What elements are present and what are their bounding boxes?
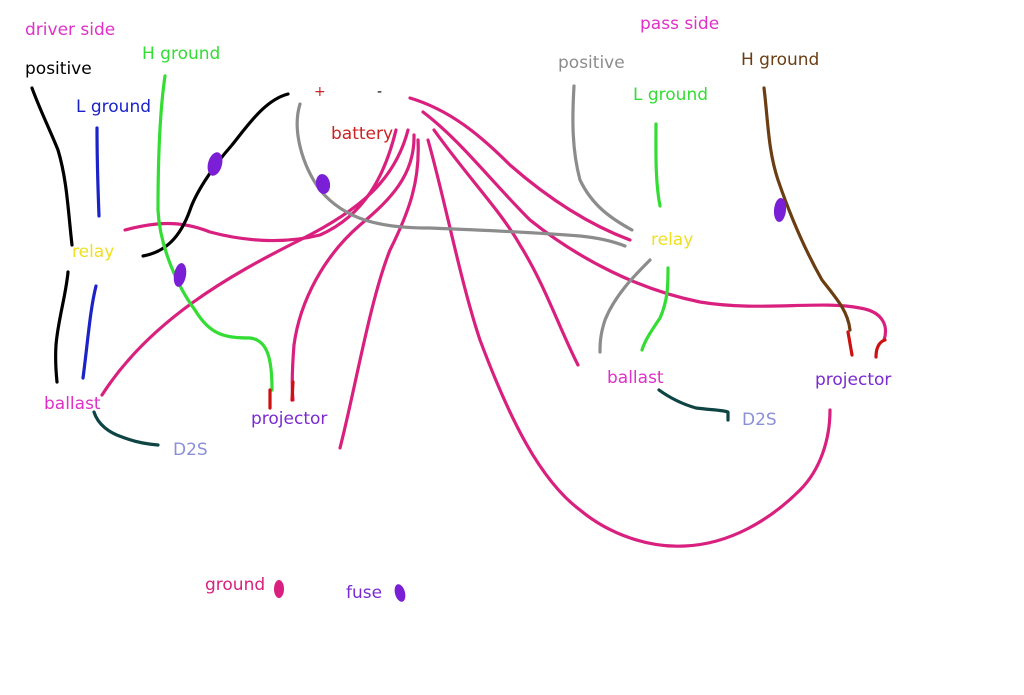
pass-l-ground-wire-upper	[654, 122, 662, 208]
pass-d2s-wire	[657, 388, 730, 422]
ground-wire-driver-lower	[338, 138, 420, 450]
driver-l-ground-wire-lower	[81, 284, 98, 380]
legend-ground-label: ground	[205, 575, 266, 595]
pass-relay-label: relay	[651, 230, 694, 250]
fuse-icon	[207, 152, 223, 176]
pass-projector-lead-right	[874, 338, 887, 359]
pass-positive-wire-upper	[571, 84, 634, 232]
battery-minus-label: -	[377, 84, 383, 100]
driver-relay-label: relay	[72, 242, 115, 262]
ground-wire-driver-ballast	[100, 128, 410, 397]
pass-h-ground-wire	[762, 86, 852, 332]
battery-positive-wire	[141, 92, 290, 258]
driver-d2s-label: D2S	[173, 440, 208, 460]
pass-l-ground-wire-lower	[640, 266, 670, 352]
battery-label: battery	[331, 124, 394, 144]
driver-positive-label: positive	[25, 59, 92, 79]
pass-positive-wire-lower	[598, 258, 652, 354]
driver-l-ground-wire-upper	[95, 126, 101, 218]
battery-plus-label: +	[314, 84, 326, 100]
driver-d2s-wire	[92, 410, 160, 447]
driver-l-ground-label: L ground	[76, 97, 152, 117]
legend-fuse-swatch-icon	[394, 584, 406, 602]
ground-wire-driver-relay	[123, 128, 398, 243]
driver-projector-lead-right	[290, 380, 295, 402]
driver-side-label: driver side	[25, 20, 116, 40]
fuse-icon	[773, 198, 787, 222]
driver-ballast-label: ballast	[44, 394, 101, 414]
driver-projector-label: projector	[251, 409, 328, 429]
driver-h-ground-label: H ground	[142, 44, 221, 64]
fuse-icon	[315, 174, 331, 194]
legend-ground-swatch-icon	[274, 580, 284, 598]
driver-positive-wire-lower	[53, 270, 70, 384]
pass-h-ground-label: H ground	[741, 50, 820, 70]
driver-h-ground-wire	[156, 74, 274, 392]
driver-positive-wire-upper	[30, 86, 74, 247]
pass-d2s-label: D2S	[742, 410, 777, 430]
legend-fuse-label: fuse	[346, 583, 383, 603]
ground-wire-pass-relay	[408, 96, 632, 242]
pass-side-label: pass side	[640, 14, 720, 34]
pass-positive-label: positive	[558, 53, 625, 73]
ground-wire-pass-projector	[426, 138, 832, 548]
ground-wire-pass-ballast	[432, 128, 580, 367]
fuse-icon	[173, 263, 187, 287]
gray-positive-wire-battery	[295, 102, 627, 248]
pass-projector-lead-left	[846, 330, 854, 357]
pass-projector-label: projector	[815, 370, 892, 390]
ground-wire-pass-long	[421, 110, 888, 342]
pass-l-ground-label: L ground	[633, 85, 709, 105]
pass-ballast-label: ballast	[607, 368, 664, 388]
ground-wire-driver-projector	[290, 133, 416, 402]
